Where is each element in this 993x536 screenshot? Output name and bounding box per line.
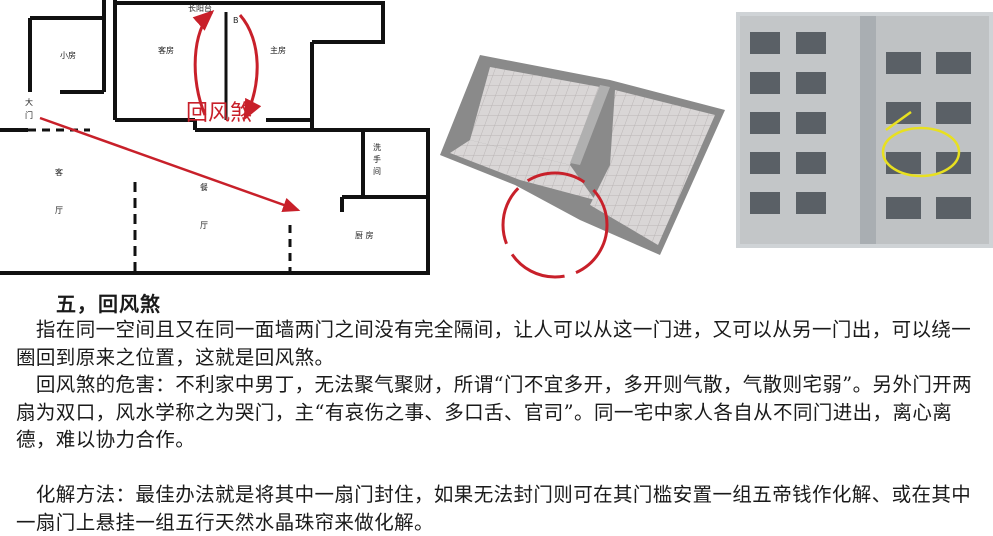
label-main-door-2: 门 <box>25 110 33 120</box>
floor-plan-diagram: 长阳台 A B 小房 客房 主房 大 门 客 厅 餐 厅 洗 手 间 厨 房 回… <box>0 0 430 275</box>
label-guest-room: 客房 <box>158 45 174 55</box>
label-dining-2: 厅 <box>200 221 208 230</box>
label-wash-1: 洗 <box>373 142 381 152</box>
label-door-b: B <box>233 16 239 25</box>
label-master-room: 主房 <box>270 45 286 55</box>
loop-circle-arrow <box>501 171 609 279</box>
paragraph-harm: 回风煞的危害：不利家中男丁，无法聚气聚财，所谓“门不宜多开，多开则气散，气散则宅… <box>16 373 973 451</box>
label-dining-1: 餐 <box>200 183 208 192</box>
paragraph-definition: 指在同一空间且又在同一面墙两门之间没有完全隔间，让人可以从这一门进，又可以从另一… <box>16 318 972 369</box>
floor-front <box>450 140 595 200</box>
return-wind-loop-arrows <box>192 9 262 121</box>
label-wash-2: 手 <box>373 154 381 164</box>
partition-wall <box>570 85 610 165</box>
room-3d-illustration <box>440 55 725 279</box>
label-living-1: 客 <box>55 167 63 177</box>
wind-path-arrow <box>39 116 301 213</box>
label-living-2: 厅 <box>55 206 63 215</box>
label-balcony: 长阳台 <box>188 3 212 13</box>
label-main-door-1: 大 <box>25 97 33 107</box>
label-kitchen: 厨 房 <box>355 230 374 240</box>
floor-left <box>470 67 600 165</box>
section-heading: 五，回风煞 <box>56 292 161 316</box>
highlight-ellipse <box>881 126 961 178</box>
floor-right <box>590 90 715 245</box>
building-photo <box>736 12 993 248</box>
paragraph-remedy: 化解方法：最佳办法就是将其中一扇门封住，如果无法封门则可在其门槛安置一组五帝钱作… <box>16 483 972 534</box>
label-wash-3: 间 <box>373 167 381 176</box>
floorplan-caption: 回风煞 <box>186 101 252 126</box>
floor-plan-walls <box>0 0 430 275</box>
label-small-room: 小房 <box>60 50 76 60</box>
